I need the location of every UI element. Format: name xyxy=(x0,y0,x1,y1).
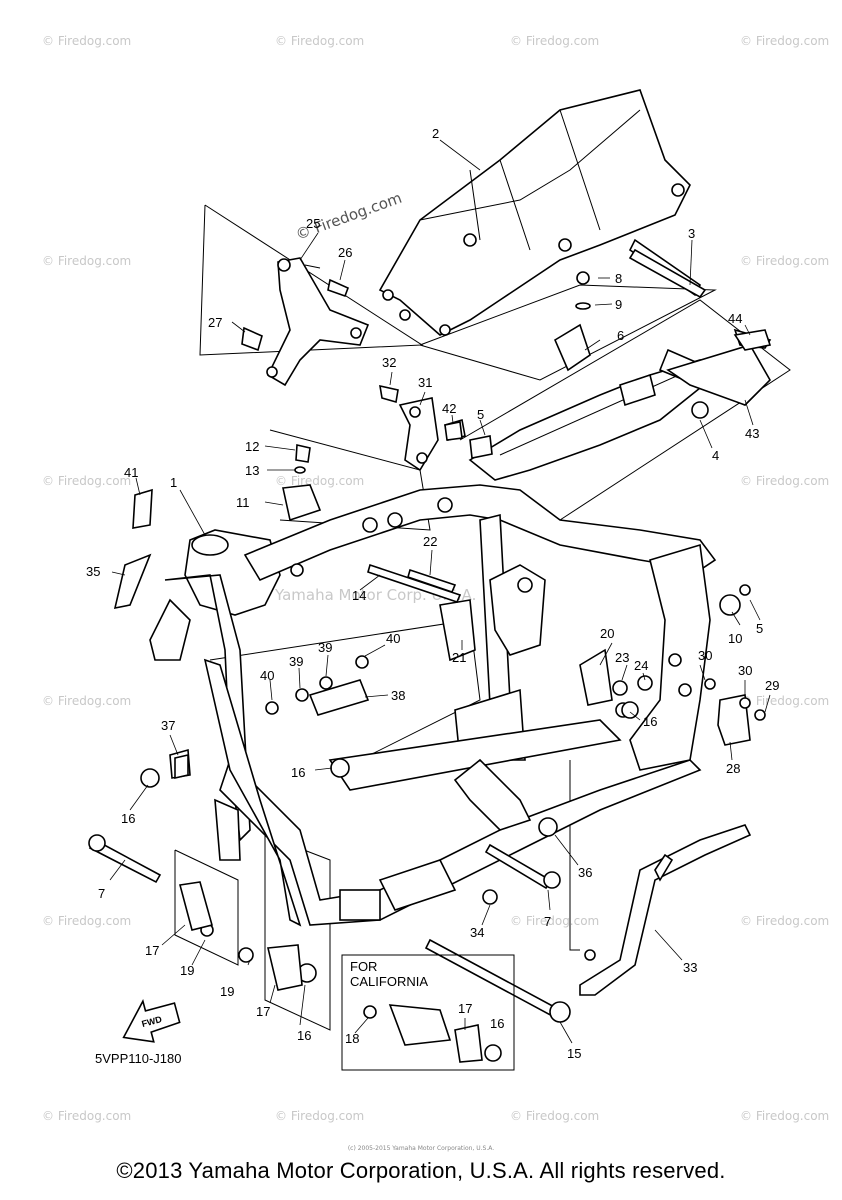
callout-32: 32 xyxy=(382,355,396,370)
callout-6: 6 xyxy=(617,328,624,343)
callout-16: 16 xyxy=(490,1016,504,1031)
callout-5: 5 xyxy=(477,407,484,422)
callout-16: 16 xyxy=(643,714,657,729)
callout-7: 7 xyxy=(98,886,105,901)
callout-29: 29 xyxy=(765,678,779,693)
watermark: © Firedog.com xyxy=(740,474,829,488)
rear-brace xyxy=(579,824,752,996)
callout-30: 30 xyxy=(738,663,752,678)
watermark: © Firedog.com xyxy=(510,34,599,48)
california-title-line1: FOR xyxy=(350,959,377,974)
callout-27: 27 xyxy=(208,315,222,330)
watermark: © Firedog.com xyxy=(42,1109,131,1123)
bracket-31 xyxy=(379,384,493,472)
rear-mount-bracket xyxy=(241,257,370,387)
callout-10: 10 xyxy=(728,631,742,646)
decals xyxy=(113,329,772,780)
callout-40: 40 xyxy=(386,631,400,646)
watermark: © Firedog.com xyxy=(275,34,364,48)
right-bracket xyxy=(579,648,751,746)
fwd-arrow: FWD xyxy=(122,999,181,1043)
seat-bracket xyxy=(378,89,691,336)
callout-30: 30 xyxy=(698,648,712,663)
watermark: © Firedog.com xyxy=(740,694,829,708)
callout-26: 26 xyxy=(338,245,352,260)
callout-24: 24 xyxy=(634,658,648,673)
callout-5: 5 xyxy=(756,621,763,636)
watermark: © Firedog.com xyxy=(42,474,131,488)
callout-1: 1 xyxy=(170,475,177,490)
callout-9: 9 xyxy=(615,297,622,312)
callout-18: 18 xyxy=(345,1031,359,1046)
callout-12: 12 xyxy=(245,439,259,454)
drawing-code: 5VPP110-J180 xyxy=(95,1051,182,1066)
watermark: © Firedog.com xyxy=(510,914,599,928)
callout-31: 31 xyxy=(418,375,432,390)
callout-35: 35 xyxy=(86,564,100,579)
callout-28: 28 xyxy=(726,761,740,776)
watermark: © Firedog.com xyxy=(510,1109,599,1123)
callout-4: 4 xyxy=(712,448,719,463)
callout-41: 41 xyxy=(124,465,138,480)
watermark: © Firedog.com xyxy=(740,914,829,928)
california-title-line2: CALIFORNIA xyxy=(350,974,428,989)
frame-parts-diagram: © Firedog.com © Firedog.com © Firedog.co… xyxy=(42,34,829,1123)
fasteners xyxy=(140,563,766,983)
callout-20: 20 xyxy=(600,626,614,641)
callout-22: 22 xyxy=(423,534,437,549)
callout-15: 15 xyxy=(567,1046,581,1061)
watermark: © Firedog.com xyxy=(42,914,131,928)
watermark: © Firedog.com xyxy=(740,1109,829,1123)
callout-16: 16 xyxy=(297,1028,311,1043)
upper-bracket xyxy=(282,444,322,522)
callout-16: 16 xyxy=(121,811,135,826)
callout-8: 8 xyxy=(615,271,622,286)
callout-34: 34 xyxy=(470,925,484,940)
callout-11: 11 xyxy=(236,495,250,510)
callout-16: 16 xyxy=(291,765,305,780)
callouts: 1 2 3 4 5 5 6 7 7 8 9 10 11 12 13 14 15 … xyxy=(86,126,779,1061)
long-bolts xyxy=(88,248,707,1023)
watermark: © Firedog.com xyxy=(740,254,829,268)
watermark: © Firedog.com xyxy=(275,474,364,488)
callout-42: 42 xyxy=(442,401,456,416)
callout-33: 33 xyxy=(683,960,697,975)
callout-17: 17 xyxy=(145,943,159,958)
callout-23: 23 xyxy=(615,650,629,665)
engine-mount-bracket xyxy=(439,564,546,662)
callout-39: 39 xyxy=(289,654,303,669)
watermark: © Firedog.com xyxy=(42,694,131,708)
callout-44: 44 xyxy=(728,311,742,326)
callout-25: 25 xyxy=(306,216,320,231)
callout-37: 37 xyxy=(161,718,175,733)
tiny-credit-text: (c) 2005-2015 Yamaha Motor Corporation, … xyxy=(347,1145,495,1152)
callout-39: 39 xyxy=(318,640,332,655)
callout-3: 3 xyxy=(688,226,695,241)
callout-14: 14 xyxy=(352,588,366,603)
callout-7: 7 xyxy=(544,914,551,929)
california-inset: FOR CALIFORNIA xyxy=(341,954,515,1071)
callout-21: 21 xyxy=(452,650,466,665)
california-box xyxy=(341,954,515,1071)
callout-13: 13 xyxy=(245,463,259,478)
copyright-footer: ©2013 Yamaha Motor Corporation, U.S.A. A… xyxy=(116,1158,726,1183)
watermark: © Firedog.com xyxy=(42,254,131,268)
main-frame xyxy=(149,484,717,927)
callout-43: 43 xyxy=(745,426,759,441)
callout-17: 17 xyxy=(458,1001,472,1016)
callout-40: 40 xyxy=(260,668,274,683)
callout-19: 19 xyxy=(220,984,234,999)
watermarks: © Firedog.com © Firedog.com © Firedog.co… xyxy=(42,34,829,1123)
callout-19: 19 xyxy=(180,963,194,978)
callout-36: 36 xyxy=(578,865,592,880)
watermark: © Firedog.com xyxy=(740,34,829,48)
watermark: © Firedog.com xyxy=(275,1109,364,1123)
leader-lines xyxy=(109,139,771,1044)
callout-2: 2 xyxy=(432,126,439,141)
callout-38: 38 xyxy=(391,688,405,703)
callout-17: 17 xyxy=(256,1004,270,1019)
watermark: © Firedog.com xyxy=(42,34,131,48)
